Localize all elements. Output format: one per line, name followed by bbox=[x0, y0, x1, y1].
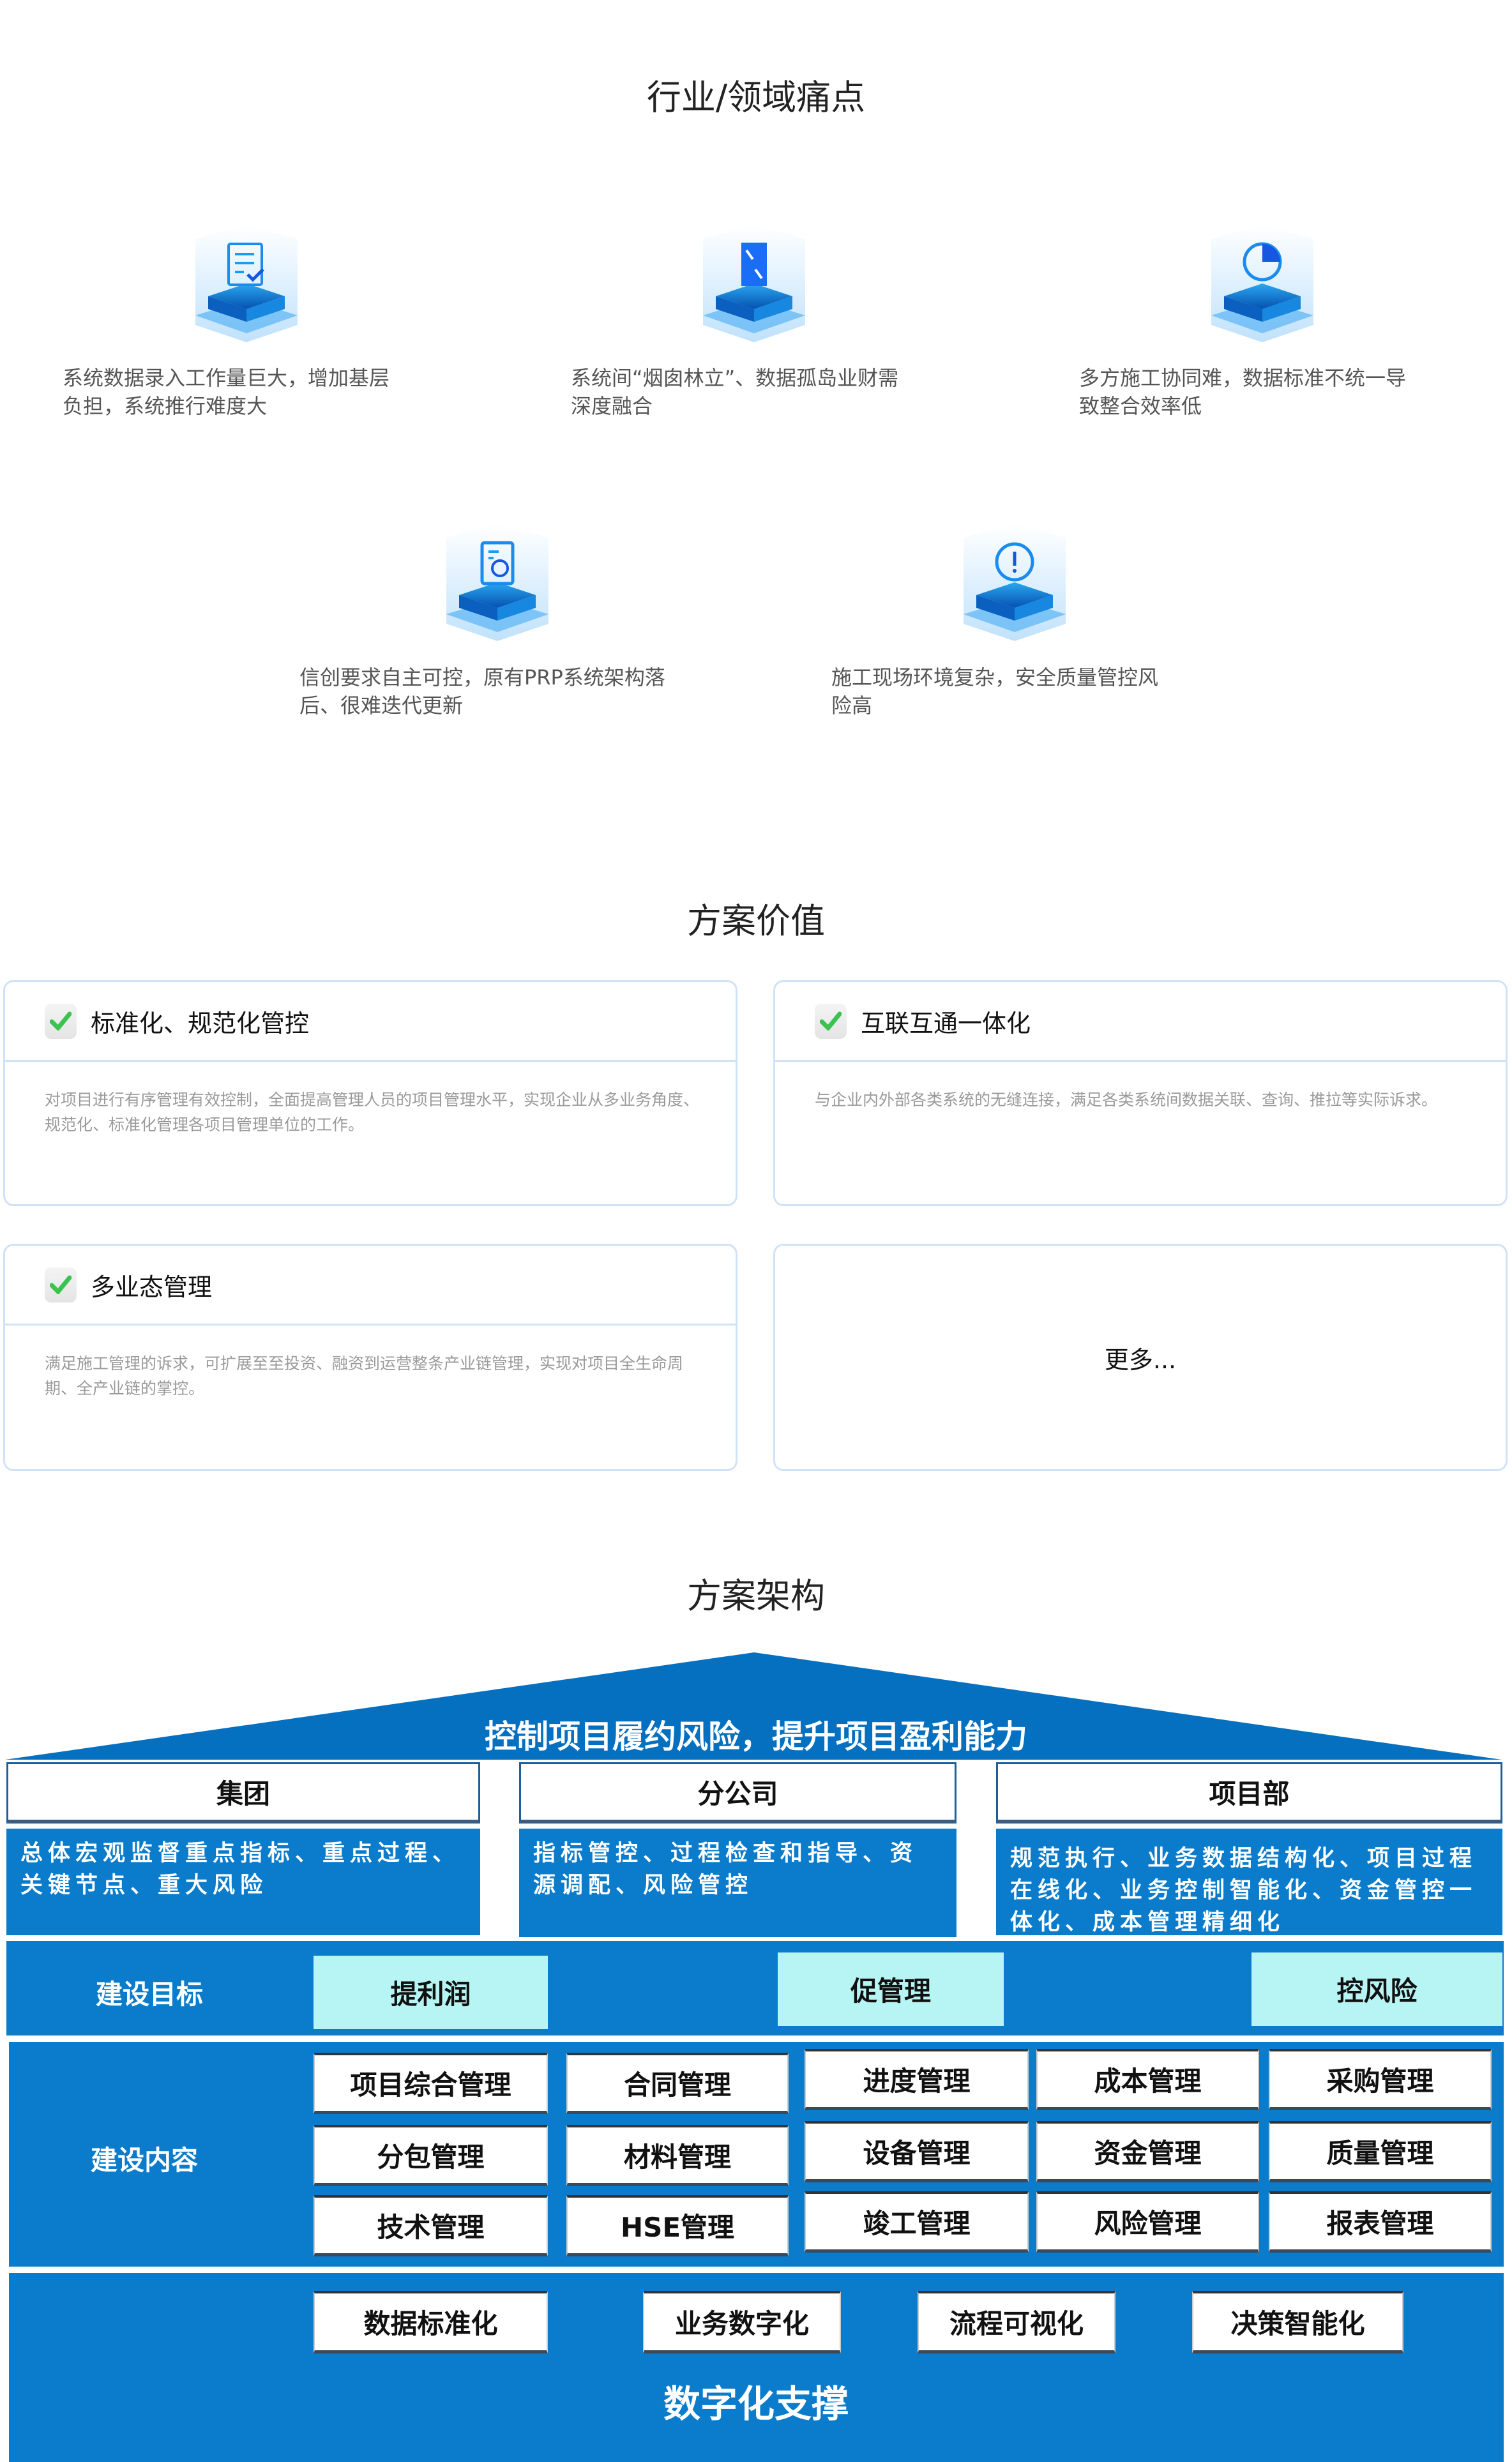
level-header: 分公司 bbox=[519, 1762, 956, 1824]
pain-point-line: 险高 bbox=[831, 693, 873, 718]
pain-point-text: 系统间“烟囱林立”、数据孤岛业财需深度融合 bbox=[571, 364, 954, 420]
pain-point-line: 施工现场环境复杂，安全质量管控风 bbox=[831, 665, 1159, 690]
support-box: 决策智能化 bbox=[1192, 2291, 1403, 2353]
module-box: 设备管理 bbox=[805, 2121, 1029, 2182]
module-box: 成本管理 bbox=[1036, 2049, 1259, 2110]
pain-point-text: 系统数据录入工作量巨大，增加基层负担，系统推行难度大 bbox=[63, 364, 446, 420]
card-desc: 与企业内外部各类系统的无缝连接，满足各类系统间数据关联、查询、推拉等实际诉求。 bbox=[815, 1091, 1438, 1109]
module-box: 质量管理 bbox=[1269, 2121, 1492, 2182]
support-box: 数据标准化 bbox=[314, 2291, 548, 2353]
pain-point-line: 信创要求自主可控，原有PRP系统架构落 bbox=[299, 665, 665, 690]
level-header: 集团 bbox=[6, 1762, 480, 1824]
value-card: 多业态管理 满足施工管理的诉求，可扩展至至投资、融资到运营整条产业链管理，实现对… bbox=[3, 1244, 737, 1471]
pain-point-line: 后、很难迭代更新 bbox=[299, 693, 464, 718]
refresh-document-icon bbox=[434, 518, 561, 646]
pain-point-text: 信创要求自主可控，原有PRP系统架构落后、很难迭代更新 bbox=[299, 663, 683, 720]
module-box: 技术管理 bbox=[314, 2195, 548, 2256]
more-link[interactable]: 更多... bbox=[1104, 1345, 1177, 1374]
support-label: 数字化支撑 bbox=[663, 2382, 849, 2426]
data-silo-icon bbox=[690, 220, 818, 347]
card-title: 多业态管理 bbox=[91, 1273, 213, 1301]
module-box: 资金管理 bbox=[1036, 2121, 1259, 2182]
content-label: 建设内容 bbox=[91, 2145, 199, 2176]
level-desc: 指标管控、过程检查和指导、资源调配、风险管控 bbox=[519, 1829, 956, 1937]
support-box: 流程可视化 bbox=[918, 2291, 1115, 2353]
pain-point-line: 系统数据录入工作量巨大，增加基层 bbox=[63, 366, 390, 390]
value-card: 标准化、规范化管控 对项目进行有序管理有效控制，全面提高管理人员的项目管理水平，… bbox=[3, 980, 737, 1206]
pain-point-line: 深度融合 bbox=[571, 394, 653, 418]
level-header: 项目部 bbox=[996, 1762, 1502, 1824]
architecture-title: 方案架构 bbox=[687, 1576, 825, 1616]
module-box: 采购管理 bbox=[1269, 2049, 1492, 2110]
pain-points-title: 行业/领域痛点 bbox=[646, 77, 866, 117]
check-icon bbox=[45, 1003, 77, 1039]
pain-point-line: 多方施工协同难，数据标准不统一导 bbox=[1079, 366, 1407, 390]
module-box: 竣工管理 bbox=[805, 2191, 1029, 2253]
warning-icon bbox=[951, 518, 1078, 646]
module-box: 材料管理 bbox=[566, 2125, 789, 2186]
card-title: 标准化、规范化管控 bbox=[91, 1009, 310, 1038]
roof-shape bbox=[5, 1652, 1502, 1760]
more-card[interactable]: 更多... bbox=[773, 1244, 1508, 1471]
module-box: 合同管理 bbox=[566, 2053, 789, 2114]
pain-point-line: 致整合效率低 bbox=[1079, 394, 1202, 418]
card-desc: 满足施工管理的诉求，可扩展至至投资、融资到运营整条产业链管理，实现对项目全生命周… bbox=[45, 1354, 684, 1398]
module-box: 风险管理 bbox=[1036, 2191, 1259, 2253]
pain-point-line: 负担，系统推行难度大 bbox=[63, 394, 268, 418]
module-box: 报表管理 bbox=[1269, 2191, 1492, 2253]
goal-box: 促管理 bbox=[778, 1952, 1004, 2026]
card-title: 互联互通一体化 bbox=[861, 1009, 1031, 1038]
level-desc: 总体宏观监督重点指标、重点过程、关键节点、重大风险 bbox=[6, 1829, 480, 1935]
pain-point-text: 多方施工协同难，数据标准不统一导致整合效率低 bbox=[1079, 364, 1462, 420]
goals-label: 建设目标 bbox=[96, 1979, 204, 2010]
level-desc: 规范执行、业务数据结构化、项目过程在线化、业务控制智能化、资金管控一体化、成本管… bbox=[996, 1829, 1502, 1935]
pie-chart-icon bbox=[1198, 220, 1326, 347]
module-box: 进度管理 bbox=[805, 2049, 1029, 2110]
module-box: 项目综合管理 bbox=[314, 2053, 548, 2114]
goal-box: 控风险 bbox=[1251, 1952, 1502, 2026]
module-box: 分包管理 bbox=[314, 2125, 548, 2186]
module-box: HSE管理 bbox=[566, 2195, 789, 2256]
value-title: 方案价值 bbox=[687, 901, 825, 941]
card-desc: 对项目进行有序管理有效控制，全面提高管理人员的项目管理水平，实现企业从多业务角度… bbox=[45, 1091, 700, 1134]
support-box: 业务数字化 bbox=[643, 2291, 841, 2353]
value-card: 互联互通一体化 与企业内外部各类系统的无缝连接，满足各类系统间数据关联、查询、推… bbox=[773, 980, 1508, 1206]
checklist-icon bbox=[183, 220, 310, 347]
goal-box: 提利润 bbox=[314, 1956, 548, 2029]
check-icon bbox=[45, 1267, 77, 1303]
pain-point-line: 系统间“烟囱林立”、数据孤岛业财需 bbox=[571, 366, 899, 390]
pain-point-text: 施工现场环境复杂，安全质量管控风险高 bbox=[831, 663, 1214, 720]
check-icon bbox=[815, 1003, 847, 1039]
roof-slogan: 控制项目履约风险，提升项目盈利能力 bbox=[485, 1718, 1027, 1755]
